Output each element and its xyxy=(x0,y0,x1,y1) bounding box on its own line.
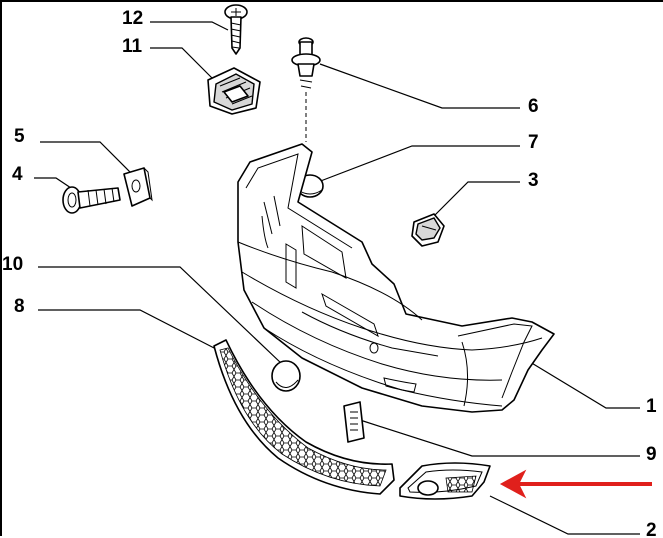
clip-3 xyxy=(411,213,445,247)
leader-9 xyxy=(359,419,640,457)
leader-7 xyxy=(317,145,520,183)
screw-12 xyxy=(224,4,248,55)
clip-nut-11 xyxy=(207,67,261,115)
leader-6 xyxy=(319,63,520,109)
leader-10 xyxy=(38,266,283,365)
callout-6: 6 xyxy=(528,96,539,117)
front-bumper-1 xyxy=(237,143,555,413)
callout-labels: 12 11 6 5 7 4 3 10 8 1 9 2 xyxy=(2,8,657,538)
callout-12: 12 xyxy=(122,8,143,29)
leader-11 xyxy=(150,47,215,81)
leader-5 xyxy=(40,141,131,173)
leader-8 xyxy=(38,309,219,351)
callout-11: 11 xyxy=(122,36,143,57)
leader-lines xyxy=(34,21,640,535)
fog-lamp-grille-2 xyxy=(399,462,491,500)
callout-9: 9 xyxy=(646,444,657,465)
leader-2 xyxy=(489,495,640,535)
callout-4: 4 xyxy=(12,164,23,185)
callout-5: 5 xyxy=(14,126,25,147)
leader-3 xyxy=(429,181,520,221)
callout-3: 3 xyxy=(528,170,539,191)
round-cap-10 xyxy=(271,360,301,392)
callout-7: 7 xyxy=(528,132,539,153)
bolt-4 xyxy=(62,186,121,214)
small-bracket-9 xyxy=(343,401,365,443)
callout-1: 1 xyxy=(646,396,657,417)
leader-1 xyxy=(529,361,640,409)
callout-8: 8 xyxy=(14,296,25,317)
highlight-arrow xyxy=(499,469,652,499)
callout-10: 10 xyxy=(2,254,23,275)
bracket-5 xyxy=(123,167,153,207)
leader-4 xyxy=(34,177,75,191)
push-pin-6 xyxy=(291,37,321,142)
callout-2: 2 xyxy=(646,520,657,538)
grille-8 xyxy=(213,339,395,495)
leader-12 xyxy=(150,21,229,31)
